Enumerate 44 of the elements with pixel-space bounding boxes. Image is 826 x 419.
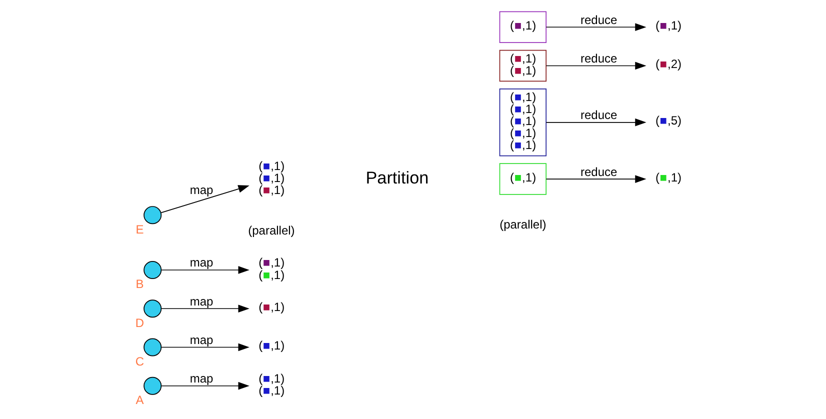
node-label: A (135, 393, 144, 408)
node-box: (■,1) (498, 163, 546, 195)
node-text: (■,1) (■,1) (■,1) (258, 158, 284, 197)
arrow (160, 343, 249, 352)
node-box: (■,1) (498, 11, 546, 43)
edge-label: reduce (580, 12, 617, 27)
node-box: (■,1) (■,1) (498, 50, 546, 82)
edge-label: map (189, 182, 213, 197)
node-text: (■,1) (■,1) (258, 256, 284, 282)
edge-label: reduce (580, 51, 617, 66)
arrow (545, 23, 646, 32)
arrow (545, 175, 646, 183)
node-circle (143, 338, 162, 356)
edge-label: map (189, 294, 213, 308)
node-label: D (134, 316, 144, 330)
edge-label: map (189, 332, 213, 347)
edge-label: reduce (580, 108, 617, 122)
node-label: E (135, 222, 144, 236)
node-label: C (134, 354, 144, 368)
node-box: (■,1) (■,1) (■,1) (■,1) (■,1) (498, 88, 546, 156)
arrow (545, 118, 646, 126)
node-text: (■,1) (258, 338, 284, 353)
node-text: (■,1) (655, 170, 682, 184)
node-circle (143, 261, 162, 280)
arrow (160, 382, 249, 390)
edge-label: map (189, 256, 213, 270)
edge-label: map (189, 372, 213, 386)
label: (parallel) (248, 224, 294, 238)
node-text: (■,1) (■,1) (258, 372, 284, 398)
node-circle (143, 206, 162, 224)
node-circle (143, 376, 162, 395)
arrow (545, 62, 646, 70)
node-text: (■,5) (655, 114, 682, 128)
node-circle (143, 300, 162, 318)
label: Partition (365, 167, 428, 188)
node-text: (■,2) (655, 57, 682, 72)
node-text: (■,1) (258, 300, 284, 314)
arrow (160, 304, 249, 313)
node-label: B (135, 277, 144, 292)
edge-label: reduce (580, 164, 617, 179)
arrow (160, 185, 249, 214)
arrow (160, 266, 249, 274)
node-text: (■,1) (655, 18, 682, 32)
label: (parallel) (499, 218, 546, 232)
